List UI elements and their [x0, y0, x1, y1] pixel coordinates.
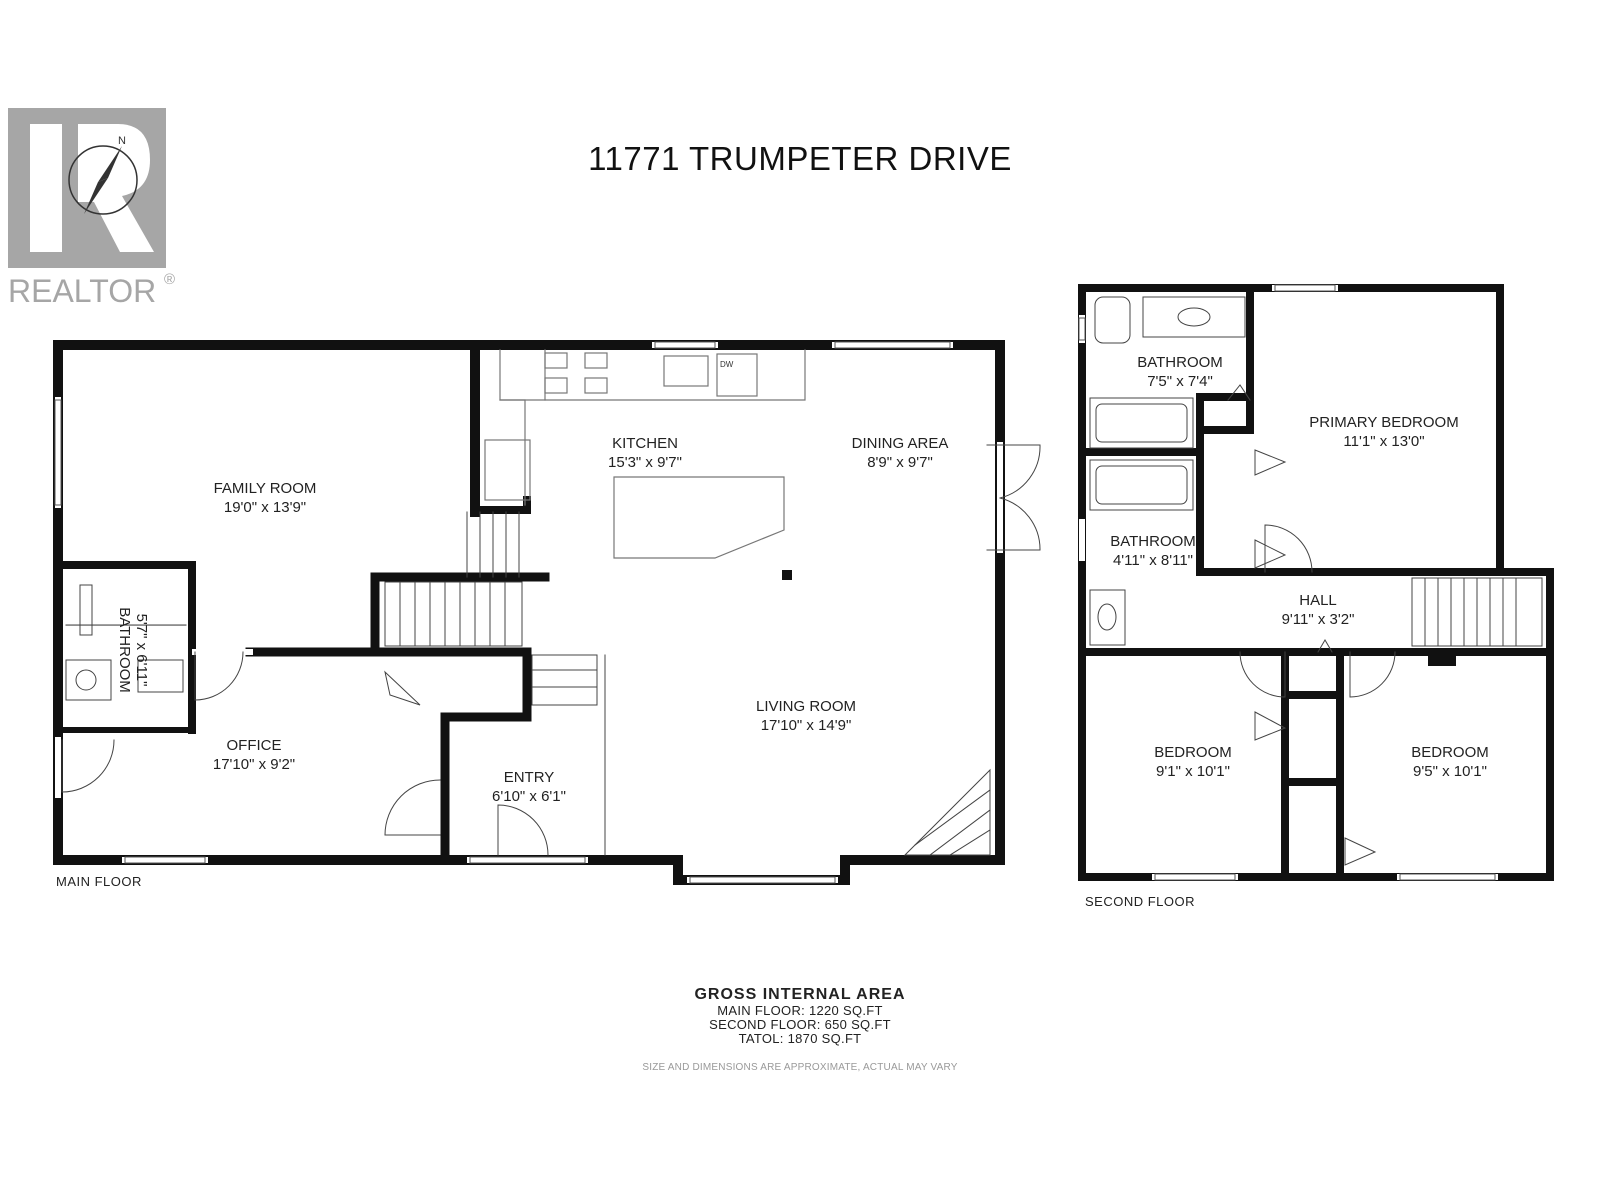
support-post — [782, 570, 792, 580]
second-floor-windows — [1079, 285, 1498, 880]
realtor-wordmark: REALTOR — [8, 273, 156, 309]
compass-n-letter: N — [118, 135, 126, 147]
office-name: OFFICE — [227, 737, 282, 754]
entry-name: ENTRY — [504, 769, 555, 786]
kitchen-dims: 15'3" x 9'7" — [608, 454, 682, 471]
second-floor-window-lines — [1078, 284, 1496, 881]
main-floor-window-lines — [54, 341, 951, 884]
second-floor-walls — [1078, 284, 1554, 881]
registered-mark: ® — [164, 271, 175, 288]
bedroom-1-name: BEDROOM — [1154, 744, 1232, 761]
realtor-logo-r — [78, 124, 154, 252]
main-floor-stairs — [384, 511, 991, 856]
property-title: 11771 TRUMPETER DRIVE — [588, 140, 1012, 177]
family-room-name: FAMILY ROOM — [214, 480, 317, 497]
kitchen-name: KITCHEN — [612, 435, 678, 452]
bedroom-1-dims: 9'1" x 10'1" — [1156, 763, 1230, 780]
second-bathroom-1-dims: 7'5" x 7'4" — [1147, 373, 1213, 390]
kitchen-counters — [484, 349, 806, 559]
main-floor-label: MAIN FLOOR — [56, 874, 142, 889]
dining-area-dims: 8'9" x 9'7" — [867, 454, 933, 471]
total-area: TATOL: 1870 SQ.FT — [738, 1031, 862, 1046]
office-dims: 17'10" x 9'2" — [213, 756, 295, 773]
second-bathroom-1-name: BATHROOM — [1137, 354, 1223, 371]
main-floor-area: MAIN FLOOR: 1220 SQ.FT — [717, 1003, 883, 1018]
main-floor-doors — [61, 444, 1041, 856]
dishwasher-label: DW — [720, 360, 734, 369]
main-bathroom-dims: 5'7" x 6'11" — [133, 614, 150, 687]
gross-area-heading: GROSS INTERNAL AREA — [694, 986, 906, 1003]
compass-icon — [68, 145, 138, 215]
primary-bedroom-name: PRIMARY BEDROOM — [1309, 414, 1458, 431]
entry-dims: 6'10" x 6'1" — [492, 788, 566, 805]
primary-bedroom-dims: 11'1" x 13'0" — [1343, 433, 1424, 450]
second-bathroom-2-dims: 4'11" x 8'11" — [1113, 552, 1193, 569]
living-room-name: LIVING ROOM — [756, 698, 856, 715]
bedroom-2-name: BEDROOM — [1411, 744, 1489, 761]
main-bathroom-name: BATHROOM — [116, 607, 133, 693]
dining-area-name: DINING AREA — [852, 435, 949, 452]
second-floor-chimney — [1428, 652, 1456, 666]
family-room-dims: 19'0" x 13'9" — [224, 499, 306, 516]
bedroom-2-dims: 9'5" x 10'1" — [1413, 763, 1487, 780]
second-bathroom-2-name: BATHROOM — [1110, 533, 1196, 550]
hall-dims: 9'11" x 3'2" — [1282, 611, 1355, 628]
gross-area-block: GROSS INTERNAL AREA MAIN FLOOR: 1220 SQ.… — [0, 986, 1600, 1046]
realtor-logo: N REALTOR ® — [8, 108, 175, 309]
second-floor-label: SECOND FLOOR — [1085, 894, 1195, 909]
compass-needle-north — [98, 146, 122, 182]
compass-needle-south — [84, 178, 108, 214]
hall-name: HALL — [1299, 592, 1337, 609]
second-floor-area: SECOND FLOOR: 650 SQ.FT — [709, 1017, 891, 1032]
living-room-dims: 17'10" x 14'9" — [761, 717, 852, 734]
main-floor-windows — [55, 342, 1003, 883]
disclaimer: SIZE AND DIMENSIONS ARE APPROXIMATE, ACT… — [642, 1062, 958, 1073]
second-floor-fixtures — [1089, 296, 1543, 866]
realtor-logo-bar — [30, 124, 62, 252]
